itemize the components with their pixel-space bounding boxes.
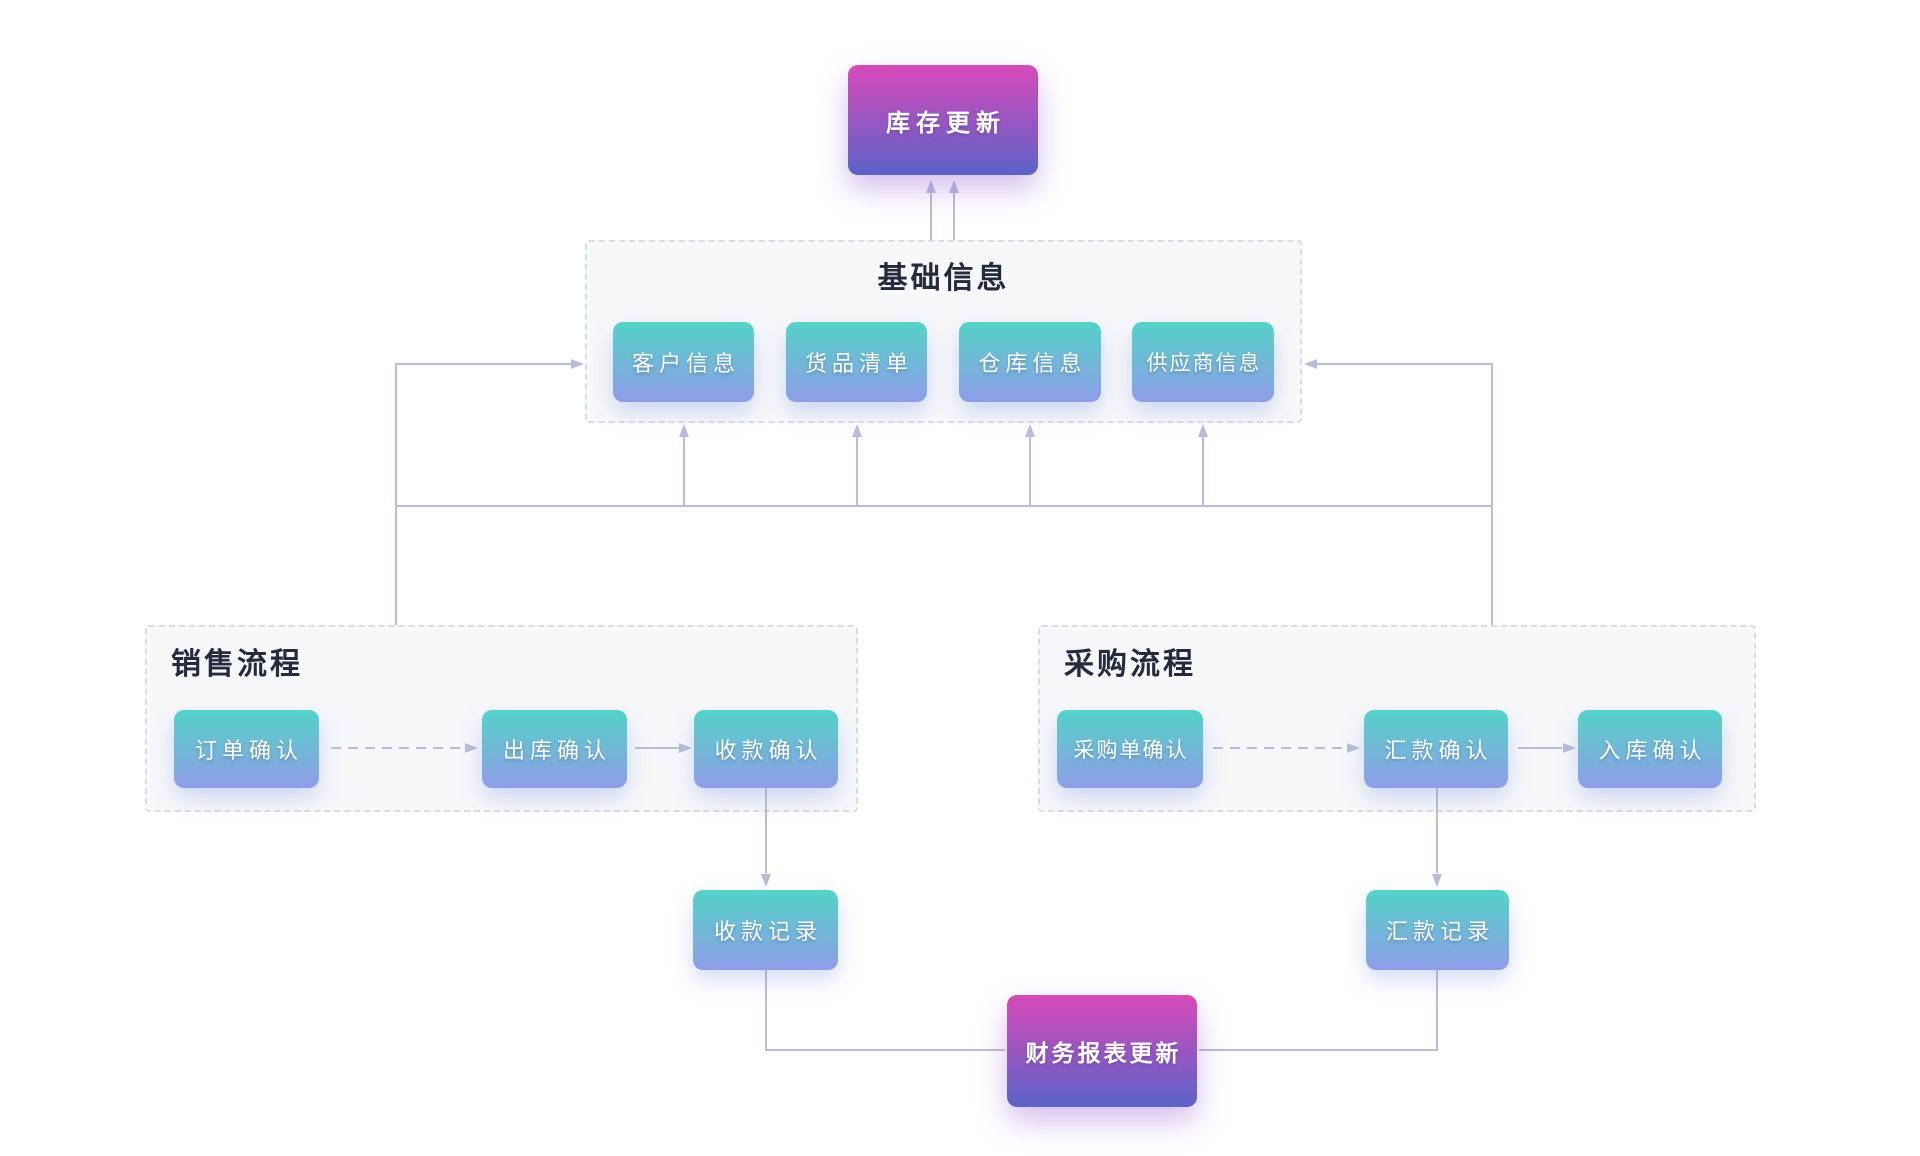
node-goods-list[interactable]: 货品清单	[786, 322, 927, 402]
edge-remittance-confirm-to-remittance-record	[1432, 788, 1442, 887]
node-label: 汇款记录	[1385, 919, 1494, 944]
node-inventory-update[interactable]: 库存更新	[848, 65, 1038, 175]
edge-remittance-confirm-to-inbound	[1518, 743, 1576, 753]
edge-payment-confirm-to-payment-record	[761, 788, 771, 887]
node-outbound-confirm[interactable]: 出库确认	[482, 710, 627, 788]
node-purchase-order-confirm[interactable]: 采购单确认	[1057, 710, 1203, 788]
node-label: 库存更新	[886, 109, 1006, 137]
node-remittance-confirm[interactable]: 汇款确认	[1364, 710, 1508, 788]
group-purchase-title: 采购流程	[1064, 648, 1196, 681]
node-label: 供应商信息	[1146, 352, 1262, 375]
node-payment-record[interactable]: 收款记录	[693, 890, 838, 970]
node-label: 订单确认	[194, 738, 303, 763]
node-inbound-confirm[interactable]: 入库确认	[1578, 710, 1722, 788]
node-warehouse-info[interactable]: 仓库信息	[959, 322, 1101, 402]
node-label: 汇款确认	[1384, 738, 1493, 763]
edge-order-to-outbound	[331, 743, 478, 753]
node-label: 收款记录	[713, 919, 822, 944]
edge-bus-to-base-info-items	[679, 424, 1208, 506]
group-sales-title: 销售流程	[171, 648, 303, 681]
edge-purchase-branch-to-base-info	[1304, 359, 1493, 625]
node-label: 出库确认	[502, 738, 611, 763]
edge-base-info-to-inventory-update	[926, 180, 959, 240]
node-customer-info[interactable]: 客户信息	[613, 322, 754, 402]
edge-remittance-record-to-finance-report	[1199, 970, 1438, 1051]
edge-purchase-order-to-remittance-confirm	[1213, 743, 1360, 753]
group-base-info-title: 基础信息	[877, 262, 1010, 295]
node-remittance-record[interactable]: 汇款记录	[1366, 890, 1509, 970]
node-payment-confirm[interactable]: 收款确认	[694, 710, 838, 788]
node-label: 客户信息	[631, 351, 740, 376]
node-label: 货品清单	[804, 351, 913, 376]
node-order-confirm[interactable]: 订单确认	[174, 710, 319, 788]
node-label: 采购单确认	[1073, 739, 1189, 762]
node-label: 入库确认	[1598, 738, 1707, 763]
node-label: 财务报表更新	[1025, 1040, 1182, 1066]
node-finance-report-update[interactable]: 财务报表更新	[1007, 995, 1197, 1107]
node-supplier-info[interactable]: 供应商信息	[1132, 322, 1274, 402]
edge-outbound-to-payment-confirm	[635, 743, 692, 753]
edge-payment-record-to-finance-report	[765, 970, 1005, 1051]
node-label: 仓库信息	[978, 351, 1087, 376]
node-label: 收款确认	[714, 738, 823, 763]
edge-sales-branch-to-base-info	[395, 359, 584, 625]
